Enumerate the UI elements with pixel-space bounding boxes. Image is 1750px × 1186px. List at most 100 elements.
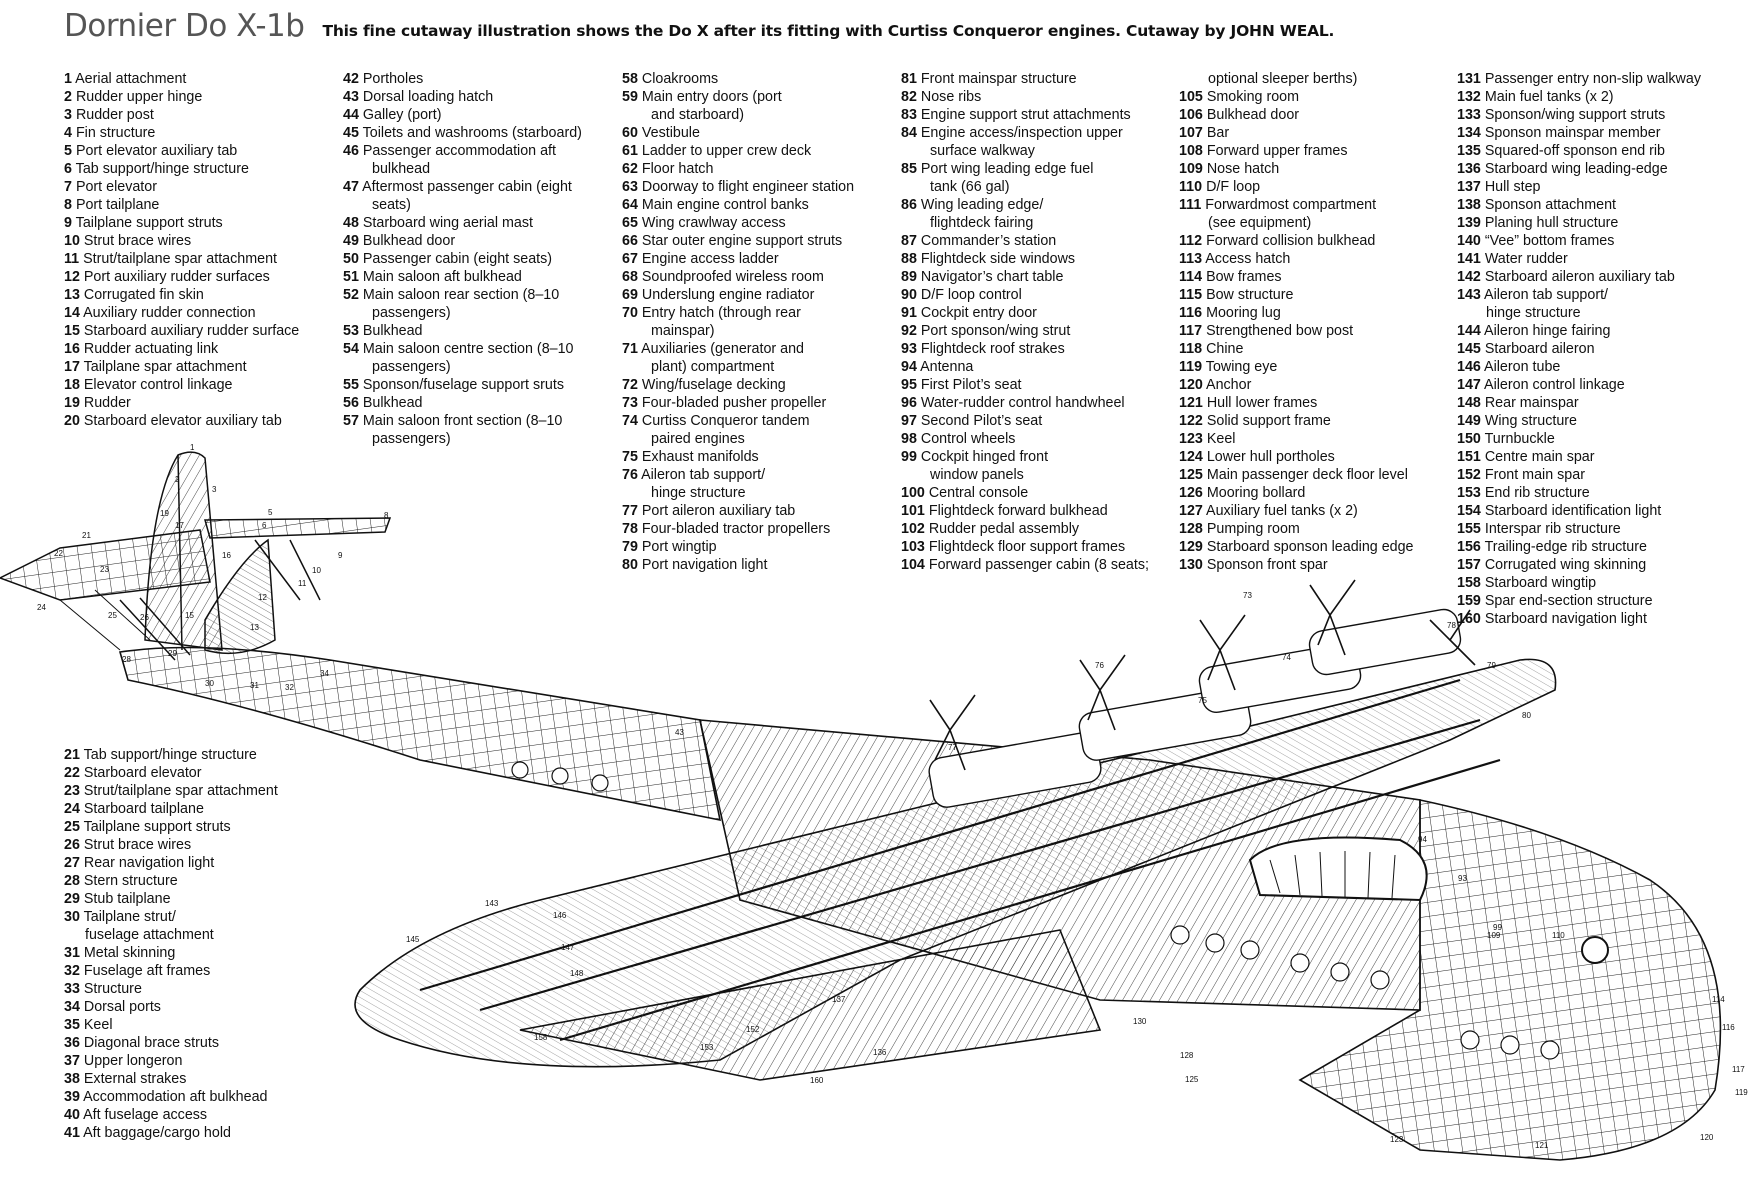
key-item-label: Cockpit entry door xyxy=(920,305,1037,321)
key-item-number: 66 xyxy=(622,233,638,249)
key-item-number: 78 xyxy=(622,521,638,537)
key-item: 48 Starboard wing aerial mast xyxy=(343,214,582,232)
key-item: 5 Port elevator auxiliary tab xyxy=(64,142,299,160)
key-item-label: Main saloon aft bulkhead xyxy=(362,269,522,285)
key-item-number: 12 xyxy=(64,269,80,285)
key-item: passengers) xyxy=(343,304,582,322)
callout-label: 16 xyxy=(222,551,231,560)
key-item: 79 Port wingtip xyxy=(622,538,854,556)
key-item: 94 Antenna xyxy=(901,358,1149,376)
key-item: 28 Stern structure xyxy=(64,872,278,890)
key-item-label: Fin structure xyxy=(75,125,156,141)
callout-label: 13 xyxy=(250,623,259,632)
key-item-number: 29 xyxy=(64,891,80,907)
callout-label: 75 xyxy=(1198,696,1207,705)
key-item-label: Chine xyxy=(1206,341,1244,357)
key-item-number: 79 xyxy=(622,539,638,555)
key-item-label: Star outer engine support struts xyxy=(641,233,843,249)
key-item-number: 77 xyxy=(622,503,638,519)
key-item-label: Tailplane support struts xyxy=(83,819,231,835)
key-item: 135 Squared-off sponson end rib xyxy=(1457,142,1701,160)
key-item: 70 Entry hatch (through rear xyxy=(622,304,854,322)
key-item-label: Doorway to flight engineer station xyxy=(641,179,855,195)
key-item-number: 138 xyxy=(1457,197,1481,213)
key-item-label: Auxiliary fuel tanks (x 2) xyxy=(1206,503,1358,519)
callout-label: 145 xyxy=(406,935,420,944)
key-item-label: Sponson/fuselage support sruts xyxy=(362,377,564,393)
key-item: 146 Aileron tube xyxy=(1457,358,1701,376)
key-item-number: 124 xyxy=(1179,449,1203,465)
key-item-label: Accommodation aft bulkhead xyxy=(83,1089,268,1105)
key-item-label: Access hatch xyxy=(1205,251,1291,267)
key-item: 42 Portholes xyxy=(343,70,582,88)
key-item-label: Bow structure xyxy=(1206,287,1294,303)
callout-label: 43 xyxy=(675,728,684,737)
key-item-number: 75 xyxy=(622,449,638,465)
key-item: 91 Cockpit entry door xyxy=(901,304,1149,322)
callout-label: 148 xyxy=(570,969,584,978)
tail-assembly xyxy=(0,451,392,661)
callout-label: 125 xyxy=(1185,1075,1199,1084)
callout-label: 34 xyxy=(320,669,329,678)
key-item-label: Curtiss Conqueror tandem xyxy=(641,413,810,429)
callout-label: 10 xyxy=(312,566,321,575)
key-item-label: Aft baggage/cargo hold xyxy=(83,1125,231,1141)
key-item: 83 Engine support strut attachments xyxy=(901,106,1149,124)
key-item-label: passengers) xyxy=(372,431,451,447)
key-item-number: 10 xyxy=(64,233,80,249)
key-item-number: 142 xyxy=(1457,269,1481,285)
key-item-label: Exhaust manifolds xyxy=(641,449,759,465)
key-item-label: Flightdeck floor support frames xyxy=(928,539,1126,555)
key-item: 61 Ladder to upper crew deck xyxy=(622,142,854,160)
key-item-label: Bulkhead door xyxy=(362,233,456,249)
key-item-label: Aftermost passenger cabin (eight xyxy=(362,179,572,195)
key-item: 138 Sponson attachment xyxy=(1457,196,1701,214)
key-item: 88 Flightdeck side windows xyxy=(901,250,1149,268)
callout-label: 5 xyxy=(268,508,273,517)
callout-label: 136 xyxy=(873,1048,887,1057)
key-item-label: Starboard aileron xyxy=(1484,341,1595,357)
key-item-label: Diagonal brace struts xyxy=(83,1035,219,1051)
key-item-label: Tab support/hinge structure xyxy=(83,747,257,763)
key-item-label: Engine access/inspection upper xyxy=(920,125,1123,141)
key-item-number: 83 xyxy=(901,107,917,123)
key-item: 72 Wing/fuselage decking xyxy=(622,376,854,394)
key-item-number: 9 xyxy=(64,215,72,231)
key-item-label: Squared-off sponson end rib xyxy=(1484,143,1666,159)
key-item-number: 63 xyxy=(622,179,638,195)
key-item-label: Wing/fuselage decking xyxy=(641,377,786,393)
key-item: 158 Starboard wingtip xyxy=(1457,574,1701,592)
key-item: 154 Starboard identification light xyxy=(1457,502,1701,520)
key-item: 43 Dorsal loading hatch xyxy=(343,88,582,106)
key-item-number: 150 xyxy=(1457,431,1481,447)
key-item: 122 Solid support frame xyxy=(1179,412,1414,430)
key-item-number: 137 xyxy=(1457,179,1481,195)
key-item-number: 52 xyxy=(343,287,359,303)
key-item-number: 87 xyxy=(901,233,917,249)
key-item: 112 Forward collision bulkhead xyxy=(1179,232,1414,250)
key-item: 8 Port tailplane xyxy=(64,196,299,214)
key-item-number: 32 xyxy=(64,963,80,979)
key-item-label: Aileron control linkage xyxy=(1484,377,1625,393)
key-item-label: tank (66 gal) xyxy=(930,179,1010,195)
key-item: 160 Starboard navigation light xyxy=(1457,610,1701,628)
key-item: 105 Smoking room xyxy=(1179,88,1414,106)
key-item-label: Hull lower frames xyxy=(1206,395,1318,411)
key-item-number: 2 xyxy=(64,89,72,105)
key-item: 59 Main entry doors (port xyxy=(622,88,854,106)
key-item-number: 40 xyxy=(64,1107,80,1123)
key-item-label: Strengthened bow post xyxy=(1206,323,1354,339)
key-item-label: Tailplane strut/ xyxy=(83,909,176,925)
key-item: 123 Keel xyxy=(1179,430,1414,448)
key-item: 97 Second Pilot’s seat xyxy=(901,412,1149,430)
key-item: seats) xyxy=(343,196,582,214)
key-item: 103 Flightdeck floor support frames xyxy=(901,538,1149,556)
key-item-number: 19 xyxy=(64,395,80,411)
key-item-number: 57 xyxy=(343,413,359,429)
key-item-number: 133 xyxy=(1457,107,1481,123)
key-item-number: 7 xyxy=(64,179,72,195)
key-item: 119 Towing eye xyxy=(1179,358,1414,376)
key-item-label: flightdeck fairing xyxy=(930,215,1034,231)
